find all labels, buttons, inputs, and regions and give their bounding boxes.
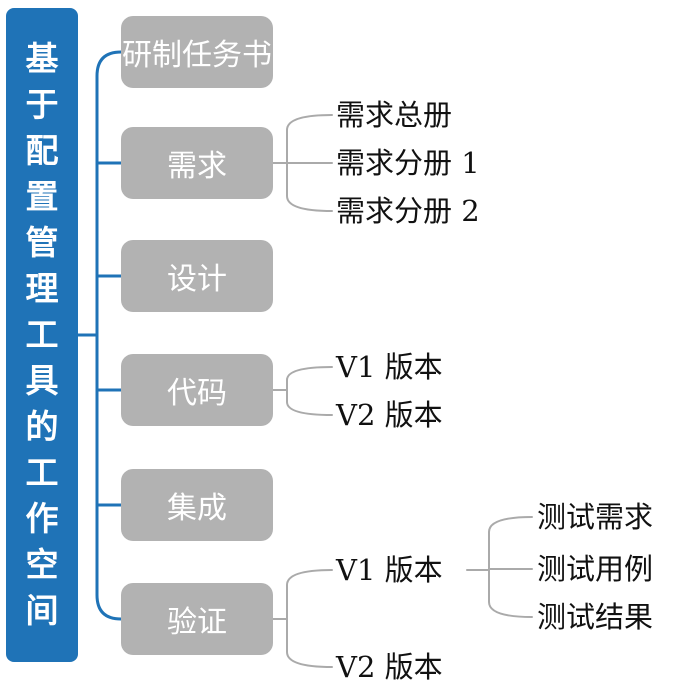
root-label-char: 的 bbox=[25, 407, 59, 446]
leaf-daima-v1[interactable]: V1 版本 bbox=[336, 350, 443, 384]
link-v1-spine bbox=[488, 516, 533, 618]
link-daima-spine bbox=[286, 366, 333, 416]
root-label-char: 工 bbox=[25, 315, 59, 354]
leaf-yanzheng-v2[interactable]: V2 版本 bbox=[336, 650, 443, 684]
link-yanzheng-spine bbox=[286, 569, 333, 668]
node-label: 研制任务书 bbox=[122, 38, 272, 73]
leaf-yanzheng-v1[interactable]: V1 版本 bbox=[336, 553, 443, 587]
node-label: 代码 bbox=[167, 376, 227, 411]
node-daima[interactable]: 代码 bbox=[121, 354, 273, 426]
trunk-spine bbox=[95, 50, 123, 621]
leaf-xuqiu-zongce[interactable]: 需求总册 bbox=[336, 98, 453, 132]
leaf-ceshi-xuqiu[interactable]: 测试需求 bbox=[537, 500, 654, 534]
node-yanzheng[interactable]: 验证 bbox=[121, 583, 273, 655]
root-label-char: 理 bbox=[25, 269, 59, 308]
node-label: 需求 bbox=[167, 149, 227, 184]
root-label-char: 置 bbox=[25, 177, 59, 216]
leaf-daima-v2[interactable]: V2 版本 bbox=[336, 398, 443, 432]
node-label: 集成 bbox=[167, 491, 227, 526]
leaf-xuqiu-fence-1[interactable]: 需求分册 1 bbox=[336, 146, 480, 180]
leaf-ceshi-yongli[interactable]: 测试用例 bbox=[537, 552, 654, 586]
node-yanzhi-renwushu[interactable]: 研制任务书 bbox=[121, 16, 273, 88]
root-label-char: 配 bbox=[25, 131, 59, 170]
root-label-char: 于 bbox=[25, 85, 59, 124]
root-label-char: 具 bbox=[25, 361, 59, 400]
node-label: 验证 bbox=[167, 605, 227, 640]
leaf-ceshi-jieguo[interactable]: 测试结果 bbox=[537, 600, 654, 634]
node-jicheng[interactable]: 集成 bbox=[121, 469, 273, 541]
node-sheji[interactable]: 设计 bbox=[121, 240, 273, 312]
root-label-char: 间 bbox=[25, 591, 59, 630]
root-label-char: 基 bbox=[25, 39, 59, 78]
root-label-char: 空 bbox=[25, 545, 59, 584]
root-label-char: 管 bbox=[25, 223, 59, 262]
root-label-char: 作 bbox=[25, 499, 59, 538]
node-label: 设计 bbox=[167, 262, 227, 297]
node-xuqiu[interactable]: 需求 bbox=[121, 127, 273, 199]
root-label-char: 工 bbox=[25, 453, 59, 492]
leaf-xuqiu-fence-2[interactable]: 需求分册 2 bbox=[336, 194, 480, 228]
root-node: 基于配置管理工具的工作空间 bbox=[6, 8, 78, 662]
